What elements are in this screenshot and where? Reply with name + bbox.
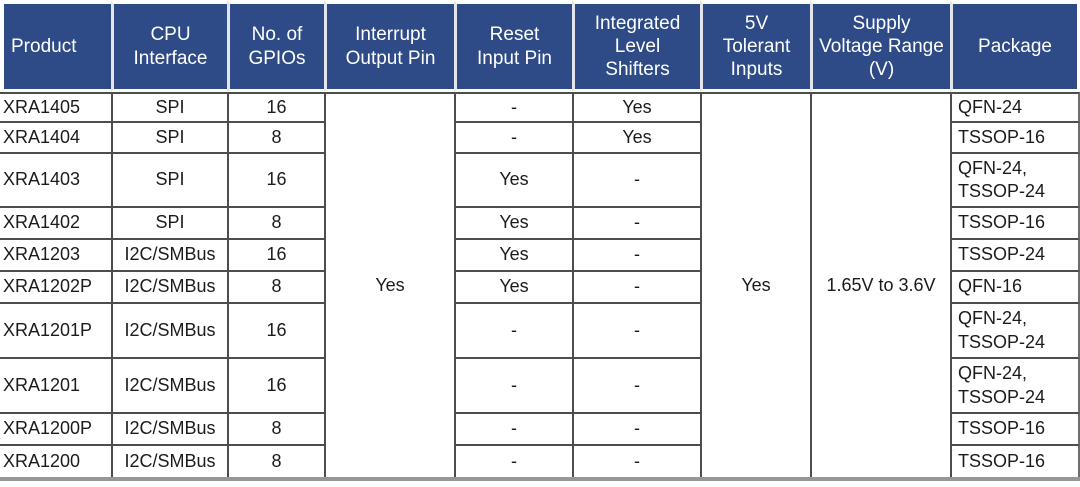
package-cell: TSSOP-16 <box>950 446 1080 477</box>
gpios-cell: 16 <box>227 240 324 272</box>
gpios-cell: 16 <box>227 92 324 123</box>
package-cell: TSSOP-24 <box>950 240 1080 272</box>
table-row: XRA1404 SPI 8 - Yes TSSOP-16 <box>0 123 1080 154</box>
reset-input-pin-cell: Yes <box>454 272 572 304</box>
product-cell: XRA1202P <box>0 272 111 304</box>
reset-input-pin-cell: Yes <box>454 208 572 240</box>
product-cell: XRA1201 <box>0 359 111 414</box>
reset-input-pin-cell: - <box>454 92 572 123</box>
header-supply-voltage-range: Supply Voltage Range (V) <box>810 0 950 92</box>
cpu-interface-cell: SPI <box>111 92 227 123</box>
gpios-cell: 8 <box>227 272 324 304</box>
header-5v-tolerant-inputs: 5V Tolerant Inputs <box>700 0 810 92</box>
reset-input-pin-cell: - <box>454 414 572 446</box>
gpios-cell: 8 <box>227 123 324 154</box>
cpu-interface-cell: I2C/SMBus <box>111 446 227 477</box>
package-cell: TSSOP-16 <box>950 208 1080 240</box>
package-cell: TSSOP-16 <box>950 414 1080 446</box>
cpu-interface-cell: SPI <box>111 208 227 240</box>
product-cell: XRA1200 <box>0 446 111 477</box>
supply-voltage-range-merged-cell: 1.65V to 3.6V <box>810 92 950 477</box>
level-shifters-cell: Yes <box>572 123 700 154</box>
package-cell: QFN-16 <box>950 272 1080 304</box>
product-cell: XRA1402 <box>0 208 111 240</box>
cpu-interface-cell: I2C/SMBus <box>111 272 227 304</box>
cpu-interface-cell: I2C/SMBus <box>111 414 227 446</box>
product-cell: XRA1201P <box>0 304 111 359</box>
table-row: XRA1403 SPI 16 Yes - QFN-24, TSSOP-24 <box>0 154 1080 208</box>
table-row: XRA1402 SPI 8 Yes - TSSOP-16 <box>0 208 1080 240</box>
package-cell: TSSOP-16 <box>950 123 1080 154</box>
package-cell: QFN-24, TSSOP-24 <box>950 304 1080 359</box>
reset-input-pin-cell: Yes <box>454 154 572 208</box>
interrupt-output-pin-merged-cell: Yes <box>324 92 454 477</box>
cpu-interface-cell: I2C/SMBus <box>111 240 227 272</box>
reset-input-pin-cell: - <box>454 304 572 359</box>
level-shifters-cell: - <box>572 446 700 477</box>
gpios-cell: 8 <box>227 446 324 477</box>
reset-input-pin-cell: - <box>454 446 572 477</box>
package-cell: QFN-24, TSSOP-24 <box>950 359 1080 414</box>
table-row: XRA1201P I2C/SMBus 16 - - QFN-24, TSSOP-… <box>0 304 1080 359</box>
header-cpu-interface: CPU Interface <box>111 0 227 92</box>
table-row: XRA1202P I2C/SMBus 8 Yes - QFN-16 <box>0 272 1080 304</box>
reset-input-pin-cell: Yes <box>454 240 572 272</box>
table-row: XRA1203 I2C/SMBus 16 Yes - TSSOP-24 <box>0 240 1080 272</box>
header-no-of-gpios: No. of GPIOs <box>227 0 324 92</box>
table-row: XRA1200 I2C/SMBus 8 - - TSSOP-16 <box>0 446 1080 477</box>
product-cell: XRA1404 <box>0 123 111 154</box>
5v-tolerant-inputs-merged-cell: Yes <box>700 92 810 477</box>
package-cell: QFN-24 <box>950 92 1080 123</box>
product-cell: XRA1203 <box>0 240 111 272</box>
level-shifters-cell: - <box>572 240 700 272</box>
cpu-interface-cell: I2C/SMBus <box>111 359 227 414</box>
header-product: Product <box>0 0 111 92</box>
product-cell: XRA1200P <box>0 414 111 446</box>
cpu-interface-cell: SPI <box>111 154 227 208</box>
level-shifters-cell: Yes <box>572 92 700 123</box>
level-shifters-cell: - <box>572 414 700 446</box>
level-shifters-cell: - <box>572 154 700 208</box>
header-interrupt-output-pin: Interrupt Output Pin <box>324 0 454 92</box>
header-integrated-level-shifters: Integrated Level Shifters <box>572 0 700 92</box>
reset-input-pin-cell: - <box>454 123 572 154</box>
header-package: Package <box>950 0 1080 92</box>
reset-input-pin-cell: - <box>454 359 572 414</box>
gpios-cell: 16 <box>227 304 324 359</box>
table-row: XRA1405 SPI 16 Yes - Yes Yes 1.65V to 3.… <box>0 92 1080 477</box>
gpios-cell: 8 <box>227 208 324 240</box>
cpu-interface-cell: I2C/SMBus <box>111 304 227 359</box>
level-shifters-cell: - <box>572 208 700 240</box>
level-shifters-cell: - <box>572 359 700 414</box>
package-cell: QFN-24, TSSOP-24 <box>950 154 1080 208</box>
gpios-cell: 16 <box>227 154 324 208</box>
header-row: Product CPU Interface No. of GPIOs Inter… <box>0 0 1080 92</box>
product-cell: XRA1403 <box>0 154 111 208</box>
cpu-interface-cell: SPI <box>111 123 227 154</box>
gpios-cell: 16 <box>227 359 324 414</box>
header-reset-input-pin: Reset Input Pin <box>454 0 572 92</box>
product-cell: XRA1405 <box>0 92 111 123</box>
table-row: XRA1200P I2C/SMBus 8 - - TSSOP-16 <box>0 414 1080 446</box>
level-shifters-cell: - <box>572 304 700 359</box>
level-shifters-cell: - <box>572 272 700 304</box>
gpios-cell: 8 <box>227 414 324 446</box>
table-row: XRA1201 I2C/SMBus 16 - - QFN-24, TSSOP-2… <box>0 359 1080 414</box>
